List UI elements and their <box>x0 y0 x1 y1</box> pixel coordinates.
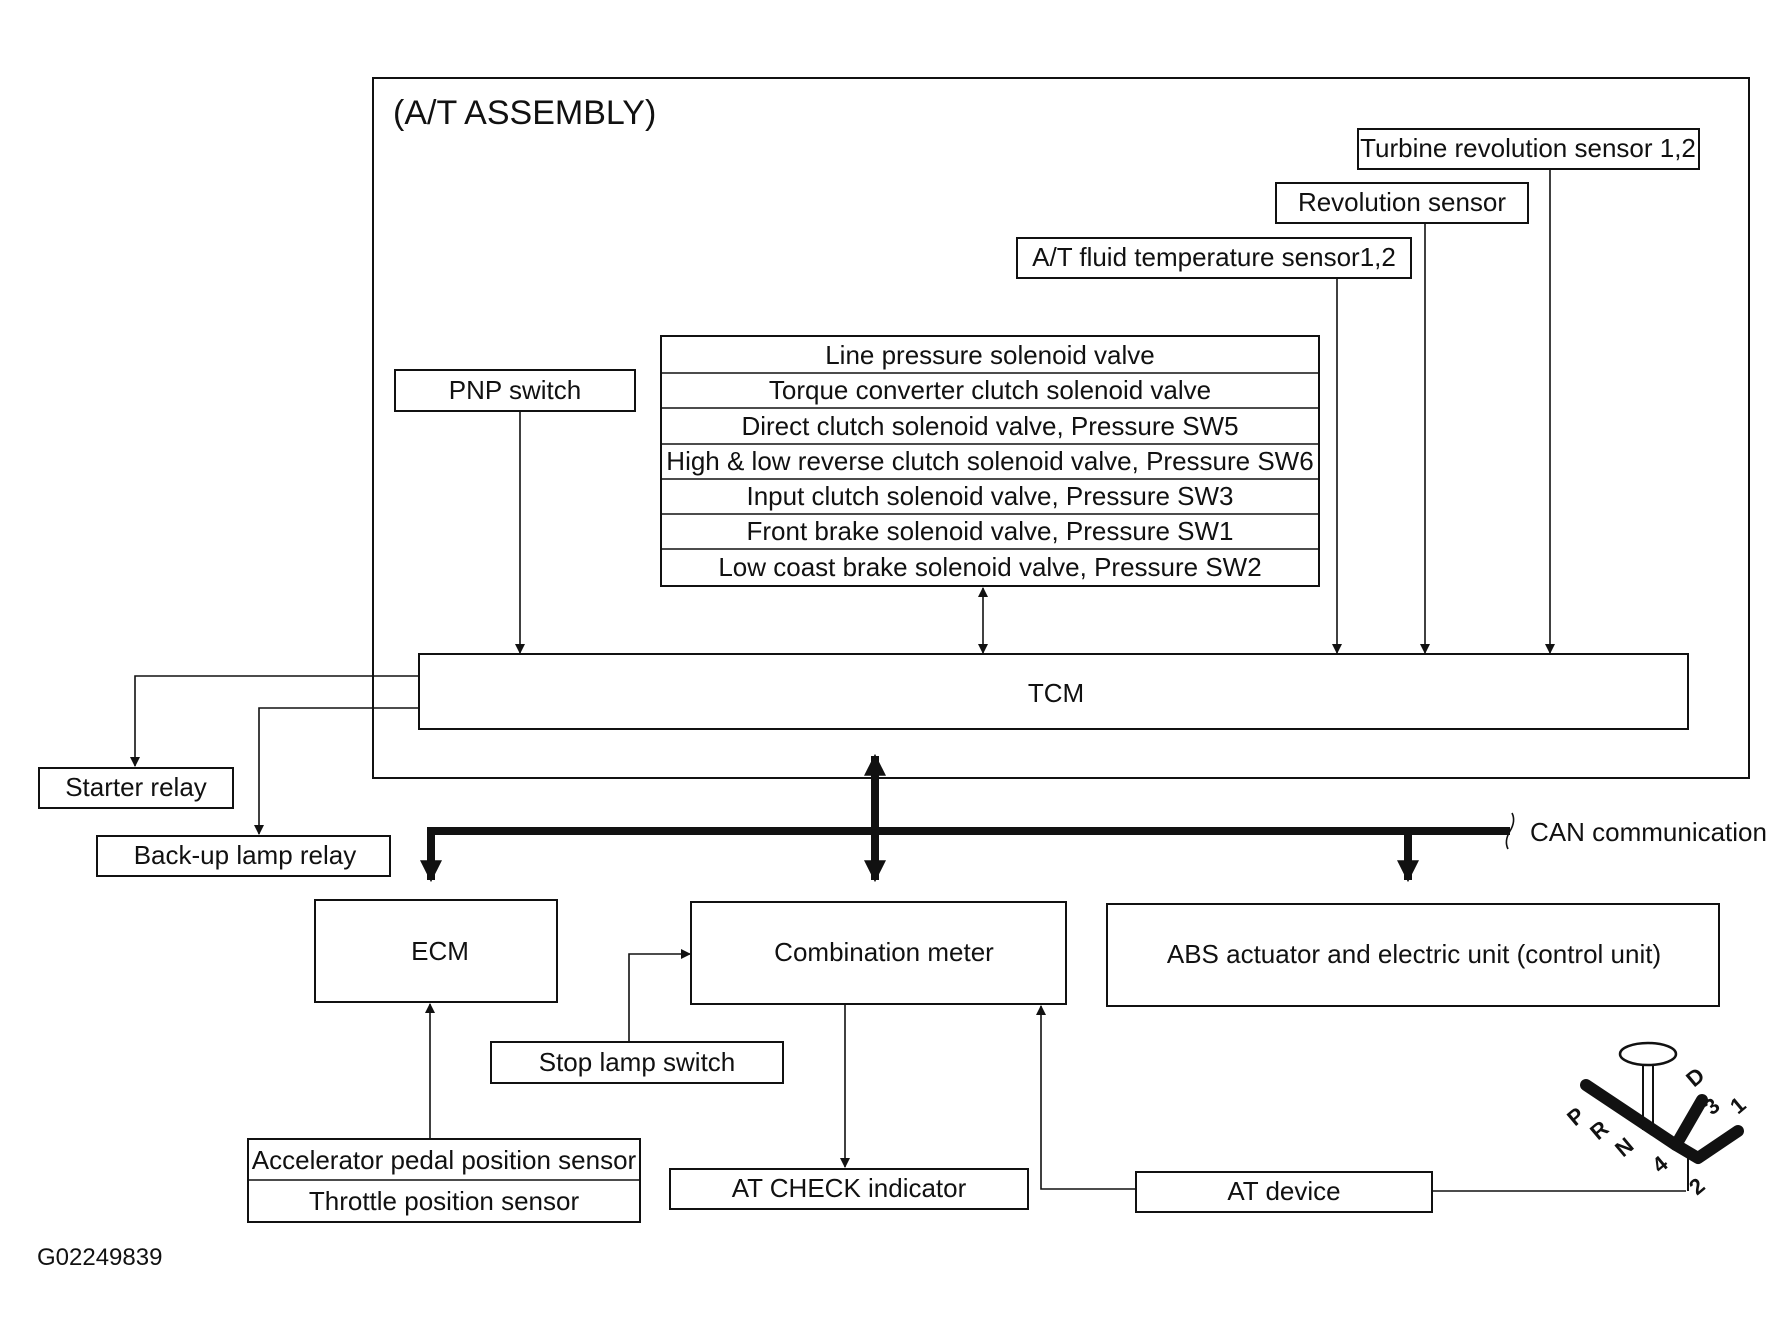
starter-relay-box <box>38 767 234 809</box>
at-assembly-frame <box>372 77 1750 779</box>
tcm-box <box>418 653 1689 730</box>
backup-lamp-relay-box <box>96 835 391 877</box>
backup-lamp-relay-label: Back-up lamp relay <box>134 840 357 870</box>
shift-r: R <box>1585 1115 1613 1144</box>
turbine-revolution-sensor-box <box>1357 128 1700 170</box>
starter-relay-label: Starter relay <box>65 772 207 802</box>
valve-row: Torque converter clutch solenoid valve <box>769 375 1211 405</box>
revolution-sensor-box <box>1275 182 1529 224</box>
pnp-switch-box <box>394 369 636 412</box>
fluid-temp-sensor-label: A/T fluid temperature sensor1,2 <box>1032 242 1396 272</box>
ecm-box <box>314 899 558 1003</box>
at-assembly-title: (A/T ASSEMBLY) <box>393 94 656 132</box>
at-device-to-meter-arrow <box>1036 1005 1136 1190</box>
valve-row: High & low reverse clutch solenoid valve… <box>666 446 1313 476</box>
can-bus-to-ecm <box>420 827 1510 883</box>
combination-meter-label: Combination meter <box>774 937 994 967</box>
shift-gate-icon <box>1580 1041 1744 1191</box>
stop-lamp-to-meter-arrow <box>628 949 691 1042</box>
stop-lamp-switch-label: Stop lamp switch <box>539 1047 736 1077</box>
valve-row: Input clutch solenoid valve, Pressure SW… <box>746 481 1233 511</box>
shift-1: 1 <box>1725 1092 1750 1119</box>
shift-2: 2 <box>1684 1173 1709 1200</box>
pnp-switch-label: PNP switch <box>449 375 581 405</box>
abs-unit-label: ABS actuator and electric unit (control … <box>1167 939 1661 969</box>
shift-n: N <box>1610 1132 1638 1161</box>
valve-row: Line pressure solenoid valve <box>825 340 1155 370</box>
accelerator-sensor-label: Accelerator pedal position sensor <box>252 1145 637 1175</box>
at-device-label: AT device <box>1227 1176 1340 1206</box>
shift-4: 4 <box>1647 1150 1673 1178</box>
stop-lamp-switch-box <box>490 1041 784 1084</box>
tcm-to-backup-arrow <box>254 707 419 835</box>
abs-unit-box <box>1106 903 1720 1007</box>
shift-3: 3 <box>1699 1093 1724 1120</box>
tcm-label: TCM <box>1028 678 1084 708</box>
fluid-temp-sensor-box <box>1016 237 1412 279</box>
turbine-revolution-sensor-label: Turbine revolution sensor 1,2 <box>1360 133 1696 163</box>
valve-row: Front brake solenoid valve, Pressure SW1 <box>747 516 1234 546</box>
shift-d: D <box>1681 1062 1709 1091</box>
at-check-indicator-box <box>669 1168 1029 1210</box>
valve-row: Direct clutch solenoid valve, Pressure S… <box>741 411 1238 441</box>
can-label: CAN communication <box>1530 817 1767 847</box>
valve-row: Low coast brake solenoid valve, Pressure… <box>718 552 1261 582</box>
can-break-mark <box>1505 812 1515 850</box>
figure-code: G02249839 <box>37 1244 162 1271</box>
throttle-sensor-label: Throttle position sensor <box>309 1186 580 1216</box>
combination-meter-box <box>690 901 1067 1005</box>
at-check-indicator-label: AT CHECK indicator <box>732 1173 967 1203</box>
revolution-sensor-label: Revolution sensor <box>1298 187 1506 217</box>
at-device-box <box>1135 1171 1433 1213</box>
solenoid-valve-stack <box>660 335 1320 587</box>
tcm-to-starter-arrow <box>130 675 419 767</box>
ecm-label: ECM <box>411 936 469 966</box>
